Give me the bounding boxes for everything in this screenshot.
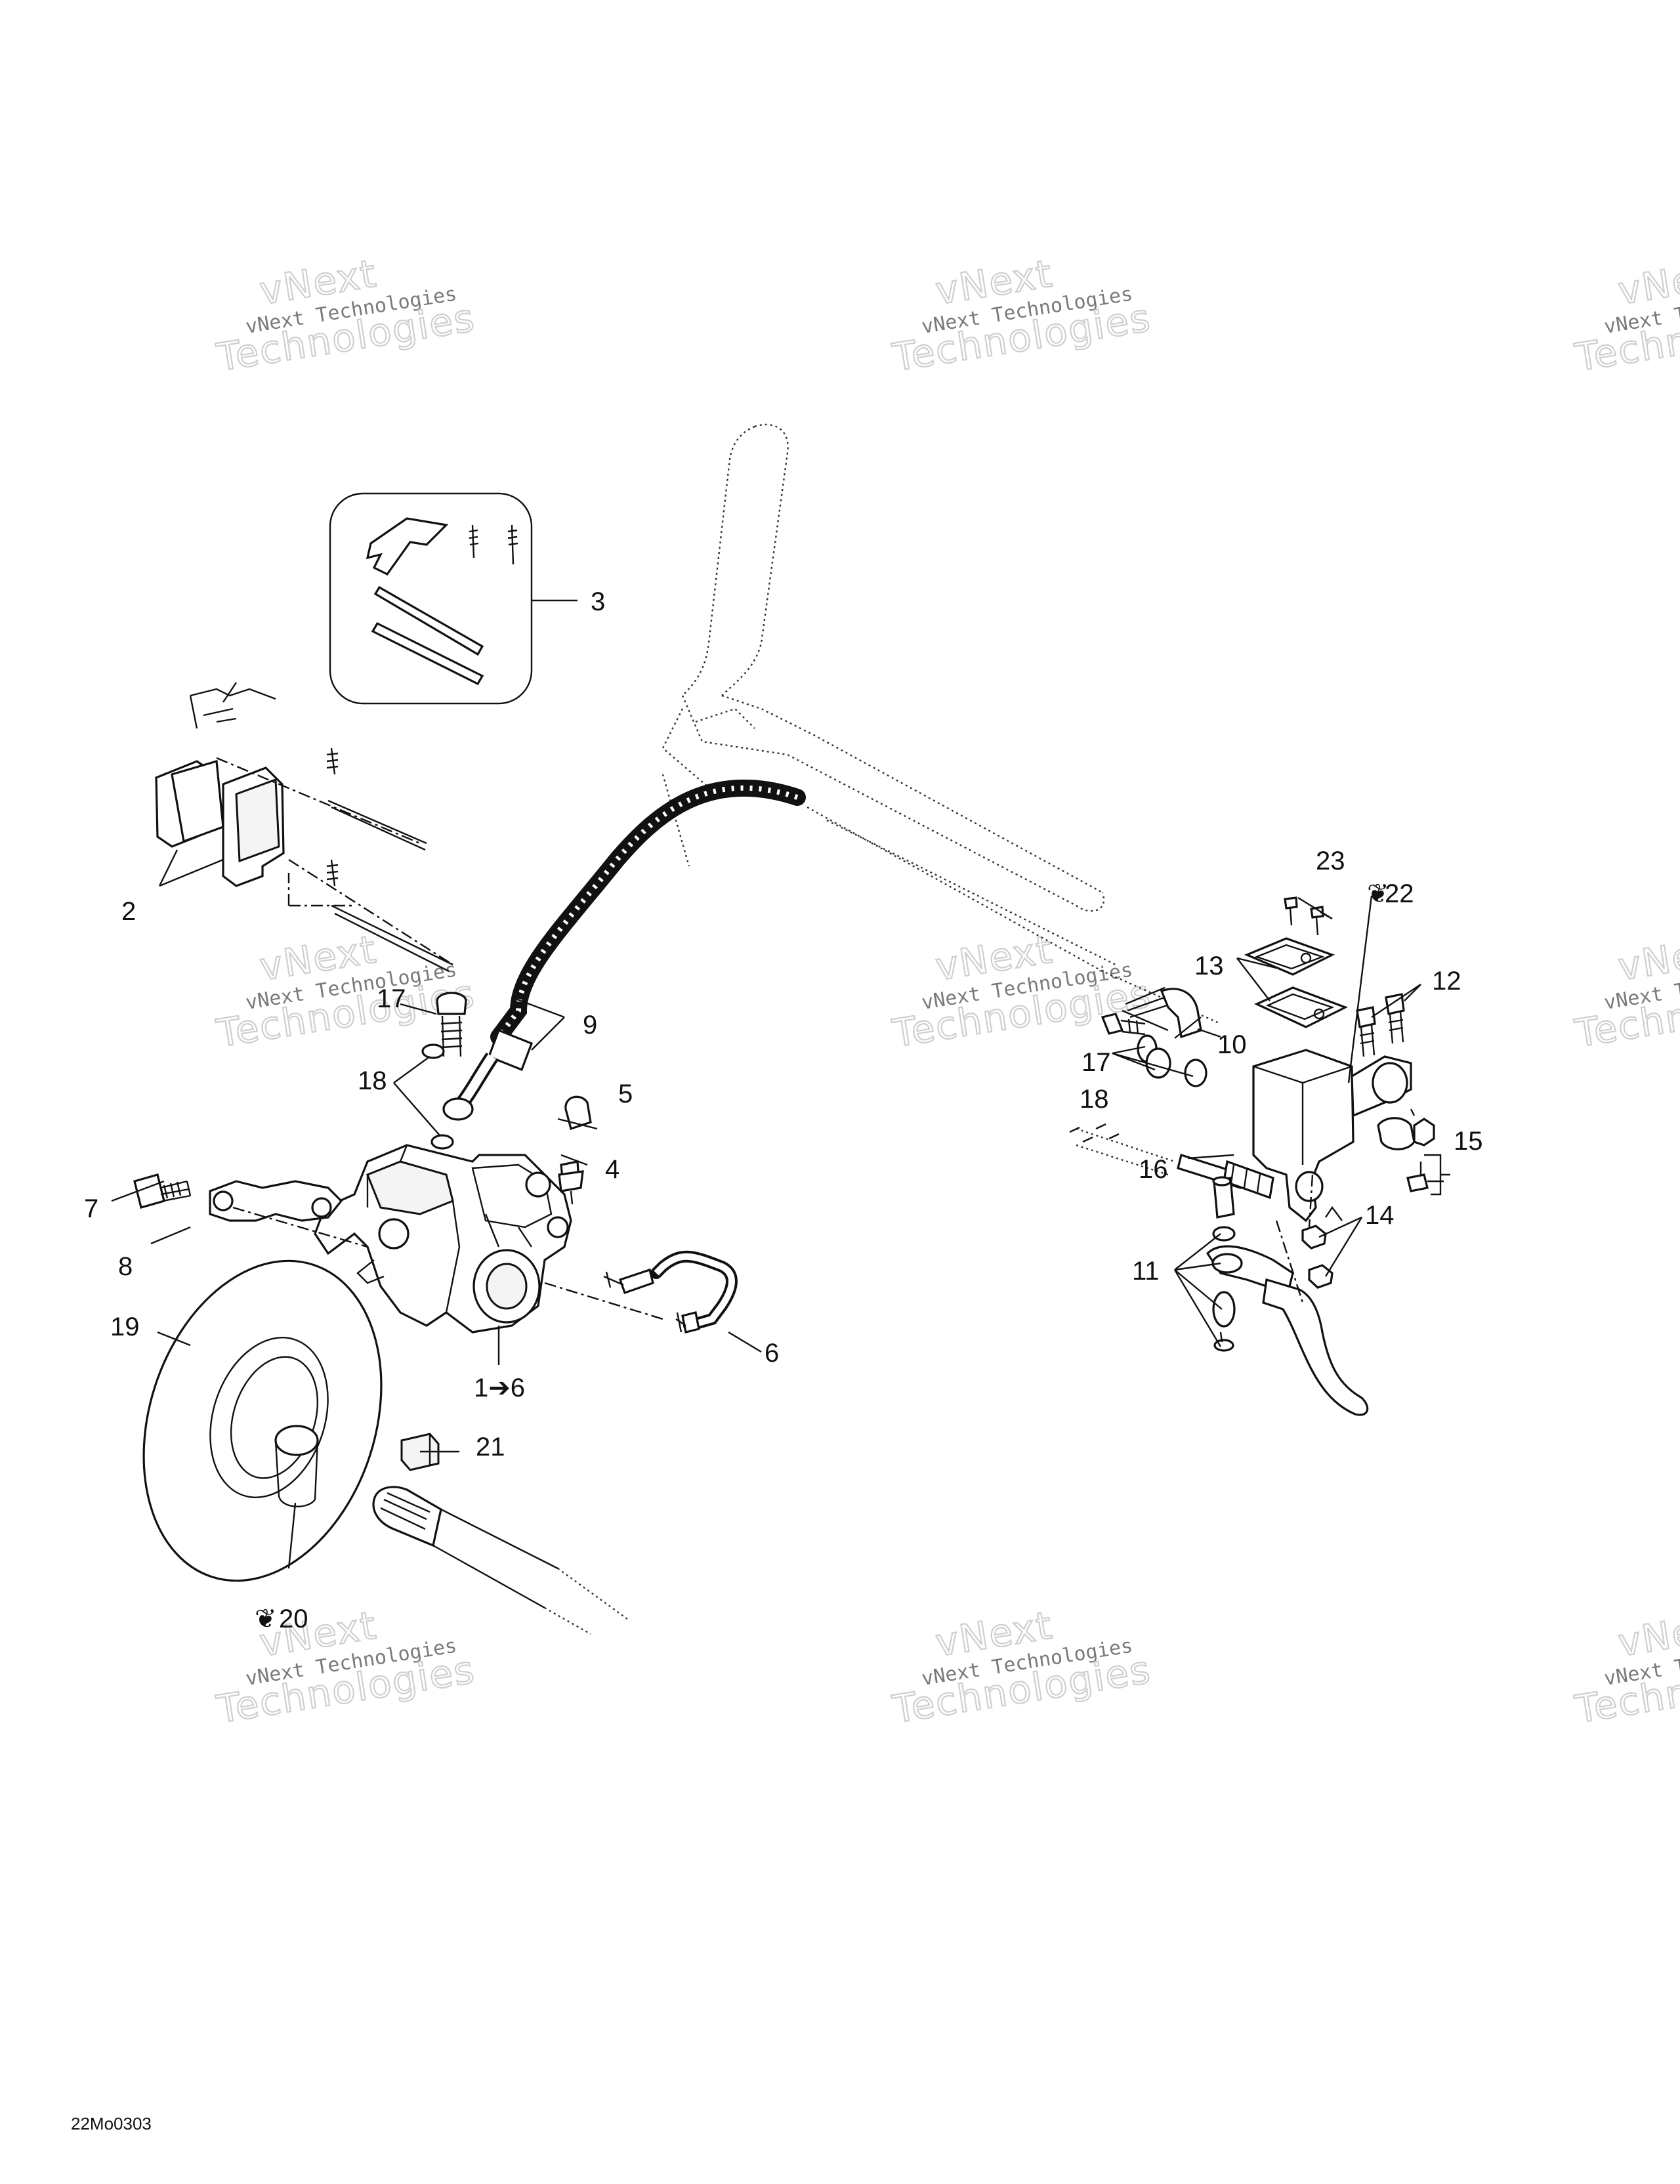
callout-5: 5	[618, 1080, 633, 1108]
cover-screws	[1284, 896, 1324, 936]
watermark: vNext vNext Technologies Technologies	[1571, 1602, 1680, 1732]
callout-18-right: 18	[1080, 1085, 1109, 1114]
callout-4: 4	[605, 1155, 620, 1184]
callout-1: 1➔6	[474, 1374, 525, 1402]
watermark: vNext vNext Technologies Technologies	[1571, 926, 1680, 1057]
brake-hose	[442, 779, 806, 1121]
watermark: vNext vNext Technologies Technologies	[889, 926, 1155, 1057]
svg-text:vNext: vNext	[1615, 251, 1680, 313]
caliper-bracket	[209, 1180, 368, 1248]
callout-10: 10	[1217, 1030, 1247, 1059]
callout-12: 12	[1432, 967, 1461, 996]
callout-14: 14	[1365, 1201, 1395, 1230]
callout-11: 11	[1132, 1257, 1160, 1286]
banjo-bolt-right	[1101, 1009, 1208, 1087]
callout-8: 8	[118, 1252, 133, 1281]
callout-2: 2	[121, 897, 136, 926]
callout-18-left: 18	[358, 1066, 387, 1095]
callout-9: 9	[583, 1011, 597, 1040]
reference-code: 22Mo0303	[71, 2114, 152, 2133]
banjo-bolt-left	[436, 992, 467, 1057]
callout-13: 13	[1194, 952, 1224, 980]
callout-15: 15	[1454, 1127, 1483, 1156]
drive-shaft	[372, 1486, 631, 1635]
master-piston	[1069, 1123, 1274, 1200]
brake-lever	[1206, 1176, 1369, 1416]
callout-22: 22	[1385, 879, 1414, 908]
brake-caliper	[314, 1144, 572, 1365]
bleeder-screw	[558, 1160, 584, 1205]
pin-kit-box	[329, 492, 578, 705]
callout-labels: 1➔6 2 3 4 5 6 7 8 9 10 11 12 13 14 15 16…	[84, 587, 1483, 1633]
brake-pads	[155, 682, 453, 973]
callout-17-right: 17	[1082, 1048, 1111, 1077]
bleeder-cap	[564, 1095, 592, 1131]
callout-20: 20	[279, 1605, 308, 1633]
watermark: vNext vNext Technologies Technologies	[213, 926, 479, 1057]
drop-symbol: ❦	[255, 1605, 277, 1633]
handlebar-outline	[662, 423, 1221, 1025]
callout-17-left: 17	[377, 984, 406, 1013]
watermark: vNext vNext Technologies Technologies	[213, 250, 479, 381]
drop-symbol: ❦	[1367, 879, 1389, 908]
lever-nuts	[1301, 1174, 1334, 1289]
clamp-bolts	[1356, 993, 1405, 1057]
watermark: vNext vNext Technologies Technologies	[213, 1602, 479, 1732]
brake-light-switch	[1377, 1108, 1444, 1192]
watermark: vNext vNext Technologies Technologies	[1571, 250, 1680, 381]
watermark: vNext vNext Technologies Technologies	[889, 1602, 1155, 1732]
sealing-washer	[421, 1043, 454, 1150]
watermark: vNext vNext Technologies Technologies	[889, 250, 1155, 381]
reservoir-cover	[1244, 937, 1348, 1028]
caliper-bolt	[133, 1173, 192, 1209]
master-cylinder	[1252, 1049, 1412, 1223]
callout-7: 7	[84, 1194, 98, 1223]
brake-disc	[142, 1259, 383, 1582]
callout-23: 23	[1316, 847, 1345, 875]
svg-text:vNext: vNext	[1615, 1603, 1680, 1665]
callout-21: 21	[476, 1433, 505, 1461]
callout-6: 6	[765, 1339, 779, 1368]
callout-16: 16	[1139, 1155, 1168, 1184]
svg-text:vNext: vNext	[1615, 927, 1680, 989]
brake-line	[544, 1250, 738, 1334]
callout-19: 19	[110, 1312, 140, 1341]
callout-3: 3	[591, 587, 605, 616]
leader-lines	[111, 849, 1450, 1453]
